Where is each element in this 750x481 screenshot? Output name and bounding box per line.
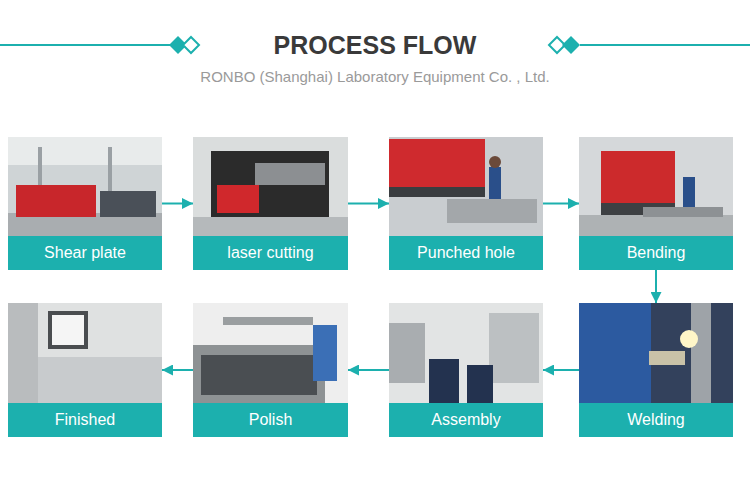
label-band: Shear plate (8, 236, 162, 270)
process-step: Welding (579, 303, 733, 437)
workshop-photo (8, 303, 162, 403)
floor (579, 215, 733, 236)
workshop-photo (579, 303, 733, 403)
table-top (223, 317, 313, 325)
flow-arrow (162, 203, 193, 205)
workshop-photo (193, 137, 348, 236)
press-brake (601, 151, 675, 203)
label-band: Polish (193, 403, 348, 437)
process-step: Assembly (389, 303, 543, 437)
cabinet (389, 323, 425, 383)
process-step: Finished (8, 303, 162, 437)
workshop-photo (193, 303, 348, 403)
process-step: Shear plate (8, 137, 162, 270)
flow-arrow (543, 369, 579, 371)
shear-machine (16, 185, 96, 217)
step-label: Bending (627, 243, 686, 263)
photo-ground (8, 303, 162, 403)
laser-bed (255, 163, 325, 185)
work-table (447, 199, 537, 223)
label-band: Assembly (389, 403, 543, 437)
process-step: laser cutting (193, 137, 348, 270)
photo-ground (193, 137, 348, 236)
photo-ground (389, 303, 543, 403)
ornament-diamond (183, 37, 199, 53)
page-title: PROCESS FLOW (150, 30, 600, 60)
glove (649, 351, 685, 365)
step-label: Punched hole (417, 243, 515, 263)
flow-arrow (348, 369, 389, 371)
header-rule (580, 44, 750, 46)
company-subtitle: RONBO (Shanghai) Laboratory Equipment Co… (60, 68, 690, 86)
photo-ground (8, 137, 162, 236)
window-glass (52, 315, 84, 345)
cabinet (489, 313, 539, 383)
photo-ground (579, 137, 733, 236)
label-band: laser cutting (193, 236, 348, 270)
step-label: Welding (627, 410, 685, 430)
window-frame (48, 311, 88, 349)
label-band: Bending (579, 236, 733, 270)
flow-arrow (543, 203, 579, 205)
step-label: laser cutting (227, 243, 313, 263)
worker (683, 177, 695, 207)
steel-cabinet (193, 345, 325, 403)
flow-arrow (162, 369, 193, 371)
worker (429, 359, 459, 403)
weld-spark (680, 330, 698, 348)
cabinet-opening (201, 355, 317, 395)
worker-head (489, 156, 501, 168)
header-rule (0, 44, 170, 46)
workshop-photo (8, 137, 162, 236)
label-band: Punched hole (389, 236, 543, 270)
flow-arrow (655, 270, 657, 303)
process-step: Punched hole (389, 137, 543, 270)
flow-arrow (348, 203, 389, 205)
sheet (643, 207, 723, 217)
punch-machine (389, 139, 485, 187)
steel-panel (8, 303, 38, 403)
steel-part (691, 303, 711, 403)
step-label: Finished (55, 410, 115, 430)
process-step: Bending (579, 137, 733, 270)
photo-ground (579, 303, 733, 403)
photo-ground (193, 303, 348, 403)
laser-panel (217, 185, 259, 213)
laser-frame (211, 151, 329, 217)
ceiling (8, 137, 162, 165)
punch-base (389, 187, 485, 197)
photo-ground (389, 137, 543, 236)
floor (193, 217, 348, 236)
workshop-photo (579, 137, 733, 236)
machine (100, 191, 156, 217)
connector-group (162, 204, 656, 371)
worker (313, 325, 337, 381)
worker (467, 365, 493, 403)
label-band: Finished (8, 403, 162, 437)
process-step: Polish (193, 303, 348, 437)
workshop-photo (389, 137, 543, 236)
step-label: Assembly (431, 410, 500, 430)
step-label: Shear plate (44, 243, 126, 263)
step-label: Polish (249, 410, 293, 430)
workshop-photo (389, 303, 543, 403)
steel-worktop (38, 357, 162, 403)
welder (579, 303, 651, 403)
ornament-diamond (562, 36, 580, 54)
worker (489, 167, 501, 199)
label-band: Welding (579, 403, 733, 437)
